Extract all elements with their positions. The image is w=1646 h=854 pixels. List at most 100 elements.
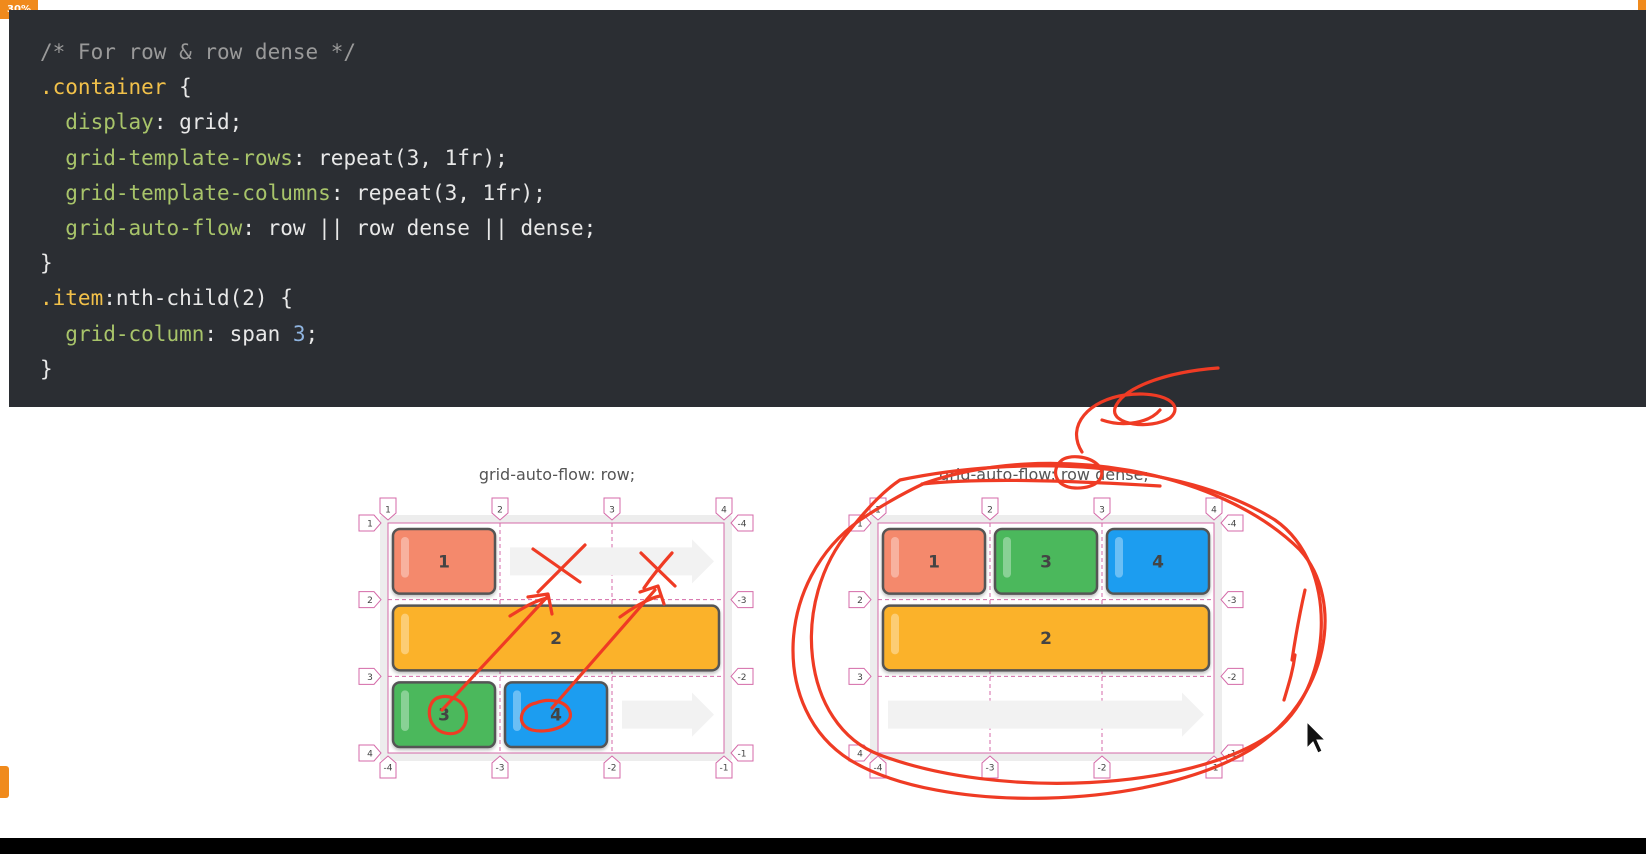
tag-shape: [1220, 514, 1244, 532]
code-token: }: [40, 251, 53, 276]
code-token: display: [65, 110, 154, 135]
grid-line-number-tag: 2: [848, 591, 872, 609]
tag-label: 1: [875, 506, 881, 516]
tag-label: -3: [496, 764, 505, 774]
tag-label: -3: [1228, 596, 1237, 606]
grid-item-box: [881, 604, 1211, 672]
grid-item-box: [391, 681, 497, 749]
tag-shape: [981, 755, 999, 779]
code-token: : span: [204, 321, 293, 346]
top-right-marker: [1638, 0, 1646, 12]
grid-item-box: [881, 527, 987, 595]
code-line: /* For row & row dense */: [40, 35, 596, 70]
css-code-block: /* For row & row dense */.container { di…: [40, 35, 596, 387]
code-token: 3: [292, 321, 306, 346]
grid-item-label: 2: [550, 629, 562, 649]
grid-line-number-tag: -2: [730, 667, 754, 685]
tag-label: 4: [1211, 506, 1217, 516]
grid-line-number-tag: 4: [358, 744, 382, 762]
tag-label: 1: [367, 520, 373, 530]
grid-line-number-tag: 3: [358, 667, 382, 685]
tag-label: 4: [367, 750, 373, 760]
code-panel: /* For row & row dense */.container { di…: [9, 10, 1646, 407]
tag-shape: [848, 591, 872, 609]
grid-item-label: 4: [550, 706, 562, 726]
item-highlight: [891, 537, 899, 578]
tag-shape: [379, 497, 397, 521]
left-edge-marker: [0, 766, 9, 798]
tag-shape: [730, 591, 754, 609]
tag-label: -4: [384, 764, 393, 774]
tag-shape: [358, 514, 382, 532]
tag-label: 2: [857, 596, 863, 606]
code-token: /* For row & row dense */: [40, 40, 357, 64]
code-token: grid-template-rows: [65, 145, 293, 170]
grid-item: 3: [993, 527, 1099, 595]
grid-line-number-tag: -1: [715, 755, 733, 779]
tag-shape: [1093, 755, 1111, 779]
code-line: grid-column: span 3;: [40, 317, 596, 352]
tag-shape: [730, 514, 754, 532]
grid-line-number-tag: -3: [981, 755, 999, 779]
grid-item-label: 1: [928, 552, 940, 572]
ghost-flow-arrow: [622, 692, 714, 737]
grid-line-number-tag: 3: [603, 497, 621, 521]
code-line: }: [40, 246, 596, 281]
arrow-item-4-up: [550, 584, 666, 710]
ghost-flow-arrow: [888, 692, 1204, 737]
tag-label: 1: [385, 506, 391, 516]
grid-line-number-tag: 2: [358, 591, 382, 609]
grid-item-label: 1: [438, 552, 450, 572]
grid-line-number-tag: -3: [1220, 591, 1244, 609]
tag-shape: [358, 591, 382, 609]
tag-shape: [730, 744, 754, 762]
grid-item: 1: [881, 527, 987, 595]
code-token: : row || row dense || dense;: [242, 216, 597, 241]
item-highlight: [401, 537, 409, 578]
grid-line-number-tag: -2: [1093, 755, 1111, 779]
grid-line-number-tag: -4: [730, 514, 754, 532]
tag-shape: [358, 667, 382, 685]
grid-item-box: [1105, 527, 1211, 595]
code-token: : repeat(3, 1fr);: [292, 145, 508, 170]
tag-label: -1: [720, 764, 729, 774]
tag-label: 2: [987, 506, 993, 516]
grid-line-number-tag: -3: [491, 755, 509, 779]
tag-shape: [491, 755, 509, 779]
code-token: : grid;: [153, 110, 243, 135]
tag-label: 4: [857, 750, 863, 760]
tag-shape: [715, 497, 733, 521]
tag-label: -2: [608, 764, 617, 774]
grid-line-number-tag: -2: [603, 755, 621, 779]
tag-label: 3: [857, 673, 863, 683]
grid-line-number-tag: -2: [1220, 667, 1244, 685]
tag-label: -3: [986, 764, 995, 774]
grid-line-number-tag: 1: [379, 497, 397, 521]
code-token: ;: [305, 321, 319, 346]
item-highlight: [891, 613, 899, 655]
code-token: grid-template-columns: [65, 180, 331, 205]
code-line: grid-auto-flow: row || row dense || dens…: [40, 211, 596, 246]
tag-shape: [603, 755, 621, 779]
grid-line-number-tag: 1: [358, 514, 382, 532]
tag-shape: [848, 667, 872, 685]
grid-line-number-tag: 2: [491, 497, 509, 521]
grid-item: 3: [391, 681, 497, 749]
grid-line-number-tag: -1: [730, 744, 754, 762]
tag-shape: [1093, 497, 1111, 521]
cross-mark-cell-2: [531, 543, 587, 594]
tag-label: -2: [1228, 673, 1237, 683]
code-line: grid-template-columns: repeat(3, 1fr);: [40, 176, 596, 211]
diagram-title: grid-auto-flow: row;: [479, 465, 635, 484]
tag-shape: [981, 497, 999, 521]
code-line: grid-template-rows: repeat(3, 1fr);: [40, 141, 596, 176]
tag-shape: [715, 755, 733, 779]
grid-item-label: 2: [1040, 629, 1052, 649]
grid-item-box: [391, 527, 497, 595]
grid-line-number-tag: 4: [848, 744, 872, 762]
grid-item: 2: [881, 604, 1211, 672]
grid-line-number-tag: -3: [730, 591, 754, 609]
grid-line-number-tag: -4: [1220, 514, 1244, 532]
